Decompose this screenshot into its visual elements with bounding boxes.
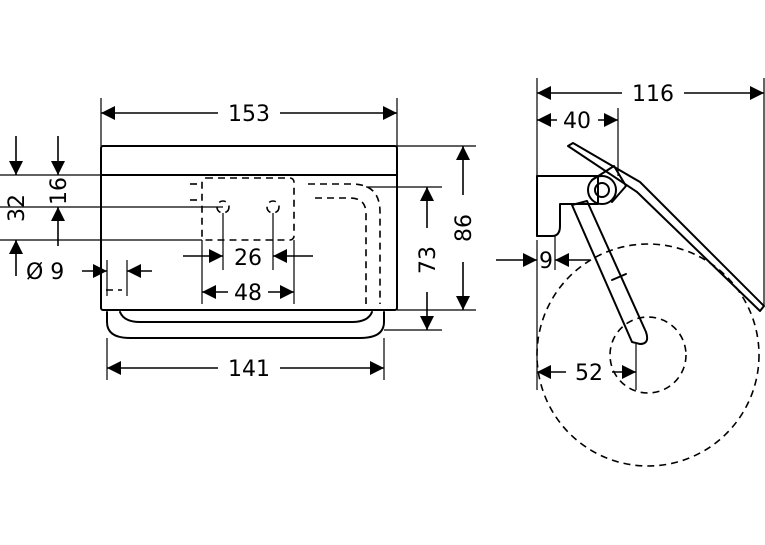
pivot-outer	[587, 175, 617, 205]
dim-label-16: 16	[47, 177, 72, 205]
dim-label-141: 141	[228, 357, 270, 382]
roll-core-hidden	[609, 316, 687, 394]
roll-arm	[571, 200, 649, 345]
dim-label-40: 40	[563, 109, 591, 134]
front-view: 153 141 26 48 Ø 9 16 32 86 73	[0, 98, 477, 382]
mount-hole-right	[266, 200, 280, 214]
front-body-outline	[100, 145, 398, 311]
roll-arm-hidden	[308, 183, 381, 304]
dim-label-32: 32	[5, 194, 30, 222]
dim-label-153: 153	[228, 102, 270, 127]
dim-label-dia9: Ø 9	[26, 260, 64, 285]
dim-label-48: 48	[234, 281, 262, 306]
mounting-plate-hidden	[201, 177, 295, 241]
pivot-inner	[594, 182, 610, 198]
dim-label-26: 26	[234, 246, 262, 271]
dim-label-86: 86	[452, 214, 477, 242]
dim-label-9: 9	[539, 249, 553, 274]
dim-label-116: 116	[632, 82, 674, 107]
dim-label-52: 52	[575, 361, 603, 386]
roll-arm-hidden-inner	[315, 197, 367, 304]
side-view: 116 40 9 52	[496, 78, 765, 467]
front-bottom-bar	[106, 311, 385, 339]
side-cover	[567, 142, 765, 312]
dim-label-73: 73	[416, 246, 441, 274]
